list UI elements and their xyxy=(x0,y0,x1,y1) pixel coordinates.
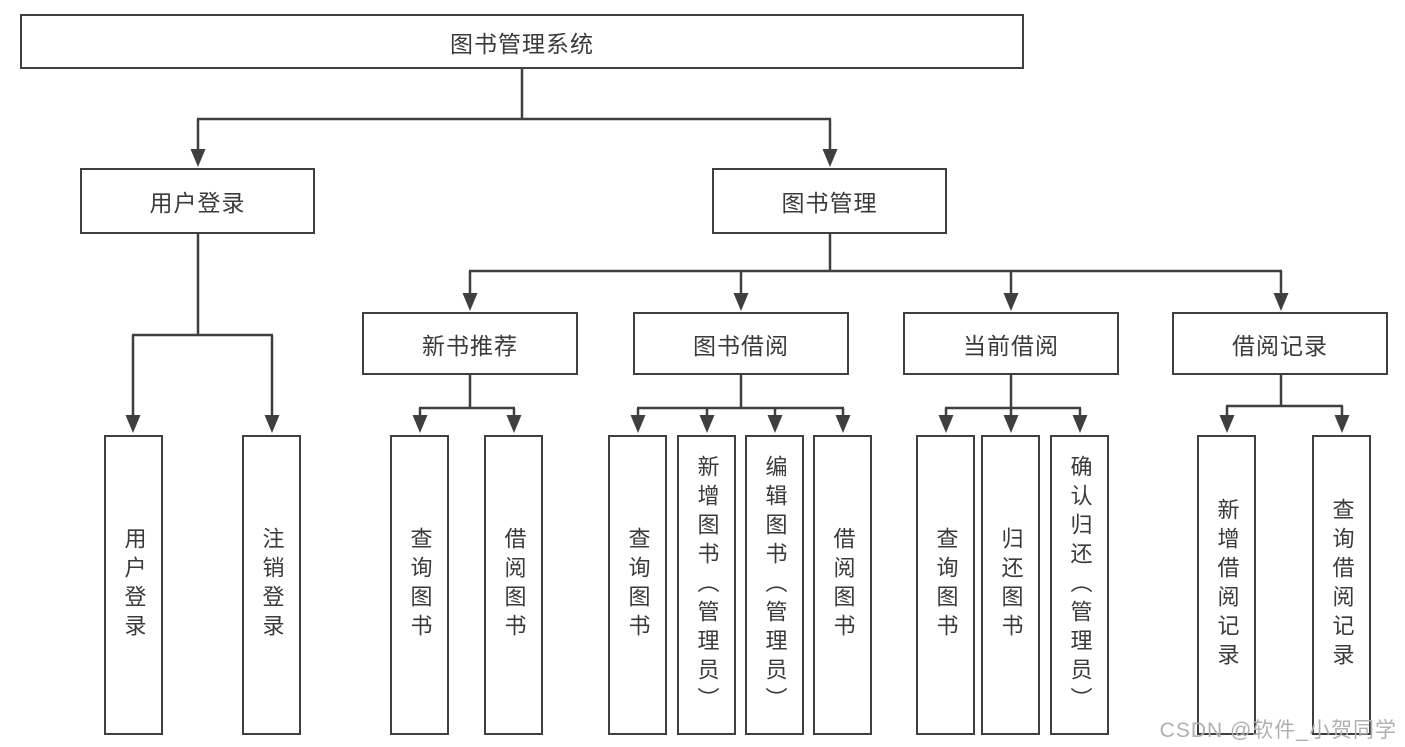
node-current-borrow: 当前借阅 xyxy=(903,312,1119,375)
node-new-book-recommend: 新书推荐 xyxy=(362,312,578,375)
csdn-watermark: CSDN @软件_小贺同学 xyxy=(1159,719,1397,742)
leaf-query-books-current: 查询图书 xyxy=(916,435,975,735)
node-book-management: 图书管理 xyxy=(712,168,947,234)
node-user-login: 用户登录 xyxy=(80,168,315,234)
leaf-borrow-books: 借阅图书 xyxy=(813,435,872,735)
leaf-add-borrow-record: 新增借阅记录 xyxy=(1197,435,1256,735)
node-library-management-system: 图书管理系统 xyxy=(20,14,1024,69)
leaf-query-borrow-record: 查询借阅记录 xyxy=(1312,435,1371,735)
leaf-return-books: 归还图书 xyxy=(981,435,1040,735)
leaf-query-books-borrow: 查询图书 xyxy=(608,435,667,735)
leaf-query-books-recommend: 查询图书 xyxy=(390,435,449,735)
leaf-edit-books-admin: 编辑图书（管理员） xyxy=(745,435,804,735)
leaf-borrow-books-recommend: 借阅图书 xyxy=(484,435,543,735)
leaf-user-login: 用户登录 xyxy=(104,435,163,735)
leaf-add-books-admin: 新增图书（管理员） xyxy=(677,435,736,735)
node-borrow-record: 借阅记录 xyxy=(1172,312,1388,375)
leaf-confirm-return-admin: 确认归还（管理员） xyxy=(1050,435,1109,735)
node-book-borrow: 图书借阅 xyxy=(633,312,849,375)
leaf-logout: 注销登录 xyxy=(242,435,301,735)
